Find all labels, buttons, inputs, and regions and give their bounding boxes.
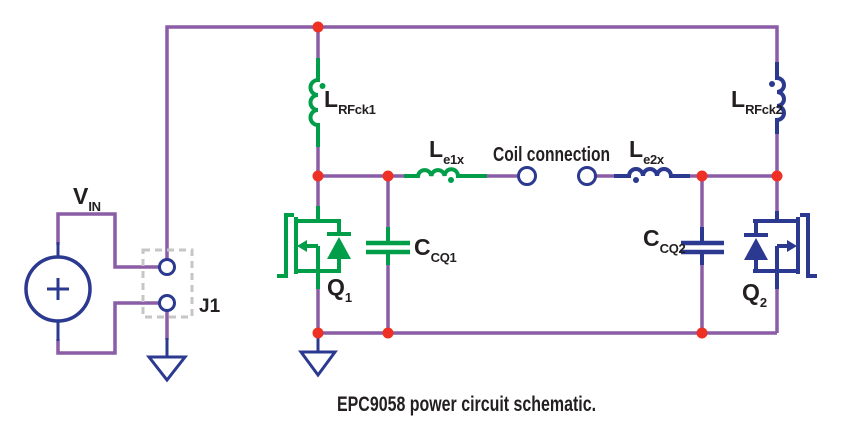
junction-dot	[312, 170, 324, 182]
q1-label: Q1	[327, 274, 352, 305]
le2x-inductor	[614, 167, 690, 183]
le1x-inductor	[404, 167, 487, 183]
j1-connector	[141, 248, 194, 319]
le1x-coil	[404, 167, 487, 178]
lrfck2-inductor	[769, 62, 786, 134]
coil-connection-text: Coil connection	[493, 144, 610, 166]
top-rail-wire	[165, 25, 779, 260]
lrfck1-coil	[308, 58, 320, 147]
vin-label-main: V	[73, 183, 89, 209]
wires	[56, 25, 779, 355]
q1-label-sub: 1	[344, 290, 352, 305]
j1-label: J1	[199, 297, 220, 316]
junction-dot	[382, 327, 394, 339]
vin-negative-wire	[56, 301, 159, 355]
le2x-coil	[614, 167, 690, 178]
lrfck1-polarity-dot	[319, 83, 326, 89]
coil-terminal-right	[577, 166, 597, 186]
q2-mosfet	[744, 211, 817, 289]
ccq2-capacitor	[681, 227, 724, 265]
lrfck1-label-main: L	[324, 86, 339, 112]
plus-icon	[47, 278, 69, 300]
j1-pin-top	[158, 258, 176, 276]
ground-triangle	[145, 355, 189, 383]
ground-symbol-center	[298, 334, 338, 378]
vin-label-sub: IN	[88, 199, 101, 214]
ground-triangle	[298, 350, 338, 378]
q1-mosfet	[277, 206, 351, 289]
lrfck1-inductor	[308, 58, 326, 147]
lrfck2-polarity-dot	[769, 81, 775, 87]
junction-dot	[696, 170, 708, 182]
q2-label: Q2	[742, 279, 767, 310]
q1-body-diode	[327, 237, 351, 259]
junction-dot	[312, 327, 324, 339]
ccq2-label: CCQ2	[643, 225, 686, 256]
junction-dots	[312, 21, 783, 339]
lrfck2-label-main: L	[731, 86, 746, 112]
le2x-label: Le2x	[629, 136, 664, 167]
coil-connection-label: Coil connection	[493, 145, 643, 165]
q2-label-main: Q	[742, 279, 760, 305]
le1x-label-sub: e1x	[443, 152, 464, 167]
lrfck1-label: LRFck1	[324, 86, 376, 117]
figure-caption: EPC9058 power circuit schematic.	[337, 394, 678, 415]
vin-positive-wire	[56, 212, 159, 269]
ccq1-capacitor	[366, 227, 410, 265]
q1-gate	[277, 213, 294, 278]
lrfck1-label-sub: RFck1	[338, 102, 376, 117]
ccq1-label-sub: CQ1	[430, 250, 457, 265]
vin-label: VIN	[73, 183, 101, 214]
junction-dot	[771, 170, 783, 182]
j1-connector-box	[141, 248, 194, 319]
lrfck2-coil	[775, 62, 786, 134]
le2x-label-main: L	[629, 136, 644, 162]
lrfck2-label-sub: RFck2	[745, 102, 783, 117]
ccq2-label-sub: CQ2	[659, 241, 686, 256]
ground-symbol-left	[145, 338, 189, 383]
junction-dot	[696, 327, 708, 339]
lrfck2-label: LRFck2	[731, 86, 783, 117]
le1x-polarity-dot	[448, 177, 454, 183]
junction-dot	[312, 21, 324, 33]
q2-substrate-arrow-icon	[787, 240, 797, 252]
q2-label-sub: 2	[759, 295, 767, 310]
junction-dot	[382, 170, 394, 182]
le2x-label-sub: e2x	[643, 152, 664, 167]
ccq1-label-main: C	[414, 234, 431, 260]
j1-pin-bottom	[158, 294, 176, 312]
ccq1-label: CCQ1	[414, 234, 457, 265]
vin-source	[24, 242, 92, 341]
figure-caption-text: EPC9058 power circuit schematic.	[337, 393, 597, 416]
le2x-polarity-dot	[633, 177, 639, 183]
le1x-label: Le1x	[429, 136, 464, 167]
coil-terminal-left	[517, 166, 537, 186]
le1x-label-main: L	[429, 136, 444, 162]
q1-substrate-arrow-icon	[297, 240, 307, 252]
ccq2-label-main: C	[643, 225, 660, 251]
q2-gate	[800, 213, 817, 278]
q1-label-main: Q	[327, 274, 345, 300]
q2-body-diode	[744, 238, 768, 260]
j1-label-text: J1	[199, 296, 221, 317]
